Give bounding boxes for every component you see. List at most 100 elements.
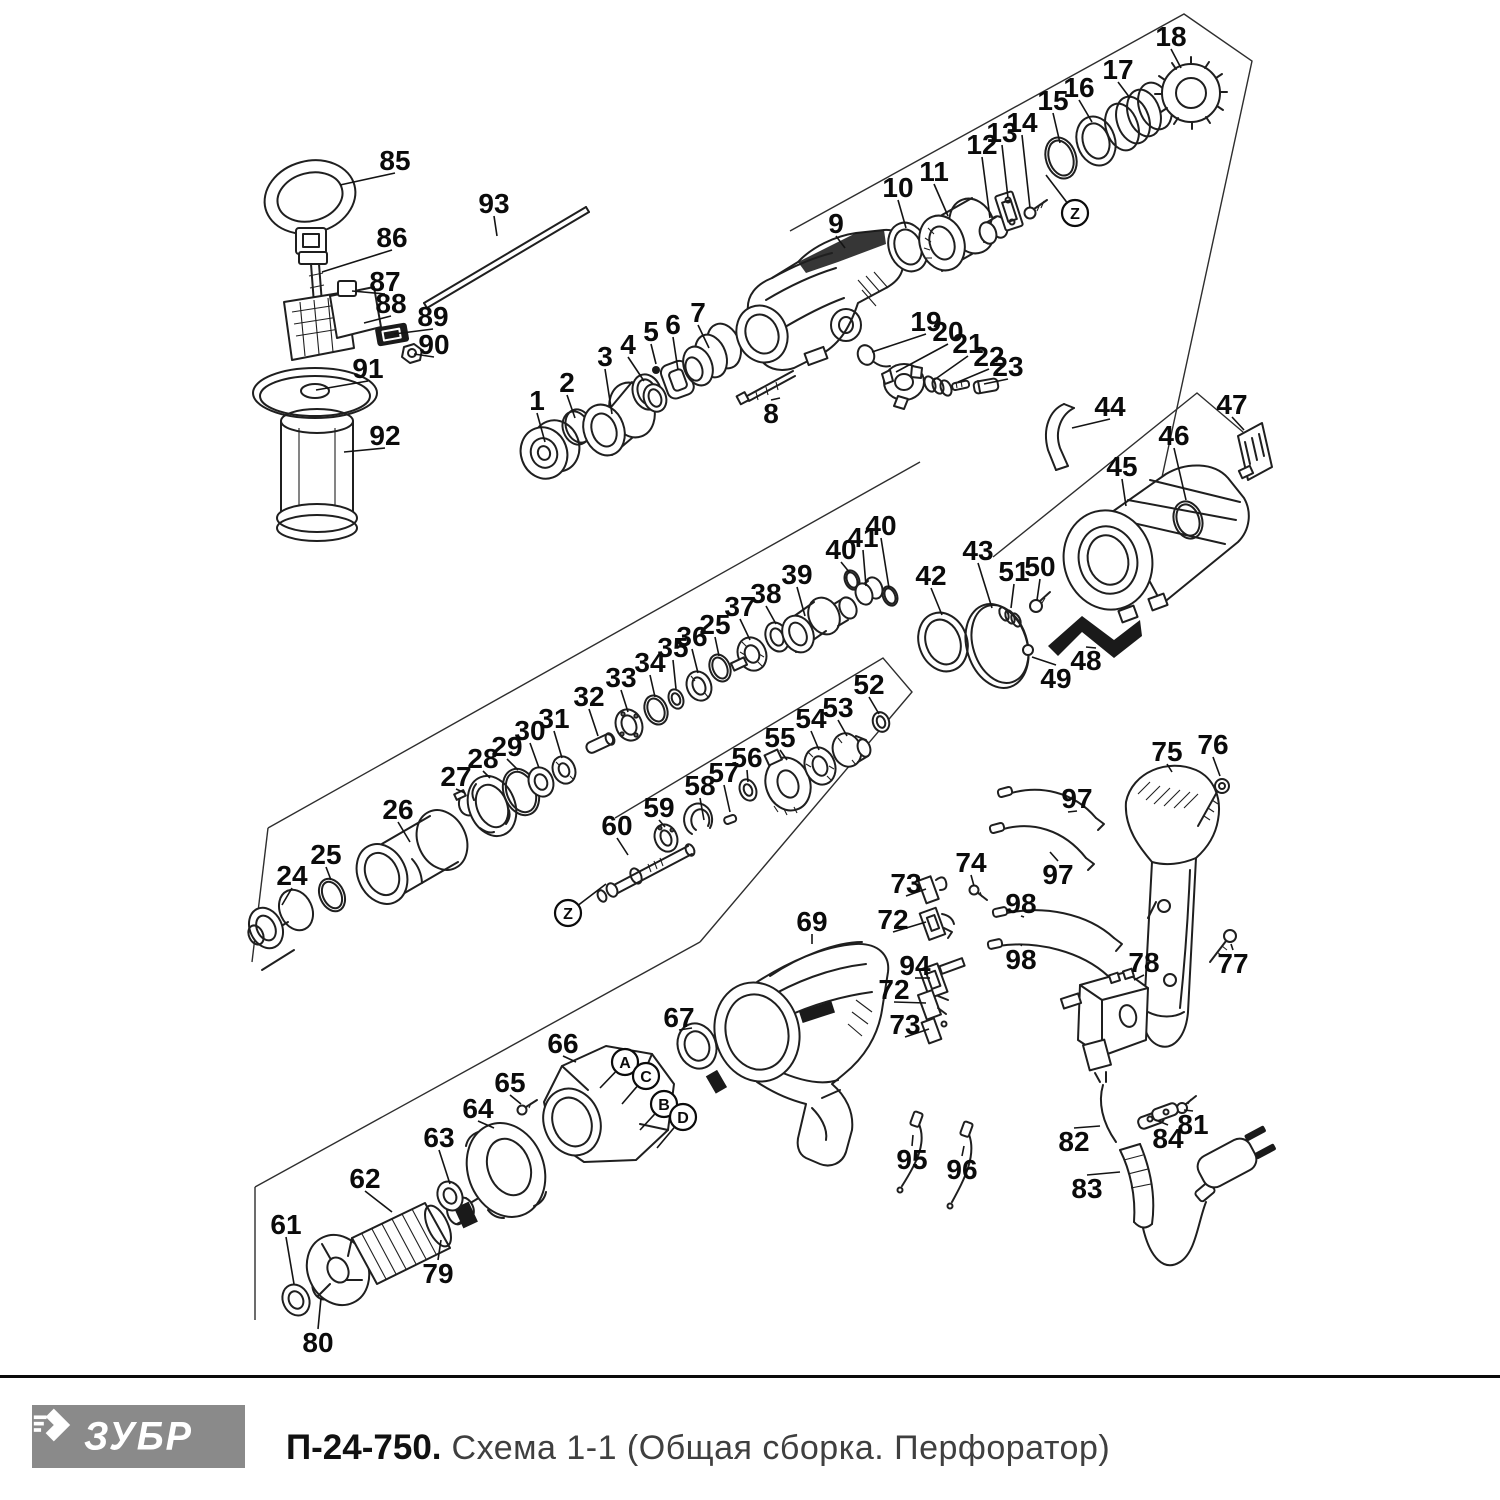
part-callout-92: 92 (369, 420, 400, 451)
part-callout-67: 67 (663, 1002, 694, 1033)
leader-line (566, 394, 576, 419)
part-78-switch (1059, 967, 1149, 1072)
leader-line (862, 549, 867, 587)
leader-line (1183, 1109, 1194, 1112)
leader-line (723, 784, 731, 813)
part-callout-22: 22 (973, 341, 1004, 372)
leader-line (343, 447, 386, 453)
part-97-wires (988, 785, 1105, 871)
leader-line (1049, 851, 1059, 862)
part-callout-5: 5 (643, 316, 659, 347)
part-30-bearing (527, 766, 555, 798)
leader-line (1010, 583, 1015, 609)
part-callout-43: 43 (962, 535, 993, 566)
leader-line (364, 1190, 393, 1213)
part-callout-86: 86 (376, 222, 407, 253)
leader-line (911, 1134, 914, 1147)
part-77-screw (1209, 929, 1237, 963)
part-1-cap-nut (519, 419, 581, 480)
part-54-gear (803, 746, 837, 786)
part-callout-79: 79 (422, 1258, 453, 1289)
part-callout-32: 32 (573, 681, 604, 712)
part-callout-97: 97 (1061, 783, 1092, 814)
part-73-brush-b (920, 1017, 948, 1045)
leader-line (477, 1120, 495, 1129)
part-callout-1: 1 (529, 385, 545, 416)
leader-line (672, 659, 677, 690)
part-callout-78: 78 (1128, 947, 1159, 978)
part-60-shaft (596, 843, 696, 903)
leader-line (746, 769, 749, 783)
leader-line (1166, 763, 1173, 773)
leader-line (904, 1028, 930, 1038)
part-callout-16: 16 (1063, 72, 1094, 103)
leader-line (455, 788, 466, 794)
leader-line (506, 758, 519, 771)
part-62-armature (305, 1195, 483, 1307)
part-49-ball (1022, 644, 1034, 656)
part-31-crown-washer (551, 755, 577, 785)
part-callout-64: 64 (462, 1093, 494, 1124)
leader-line (672, 336, 679, 371)
part-67-ring (676, 1022, 728, 1094)
part-callout-12: 12 (966, 129, 997, 160)
part-82-wire (1094, 1071, 1117, 1143)
leader-line (1052, 112, 1061, 144)
part-callout-27: 27 (440, 761, 471, 792)
leader-line (620, 689, 629, 713)
part-50-screw-post (1029, 591, 1051, 613)
model-number: П-24-750. (286, 1428, 442, 1467)
part-61-bearing (281, 1283, 311, 1317)
leader-line (604, 368, 613, 415)
leader-line (868, 696, 880, 715)
leader-line (1086, 1171, 1121, 1176)
part-callout-47: 47 (1216, 389, 1247, 420)
marker-leader-line (599, 1071, 616, 1089)
leader-line (1073, 1125, 1101, 1129)
leader-lines (281, 48, 1245, 1330)
leader-line (397, 821, 411, 843)
svg-text:D: D (677, 1110, 689, 1127)
part-46-o-ring (1172, 500, 1204, 540)
part-callout-37: 37 (724, 591, 755, 622)
part-69-motor-housing (713, 941, 890, 1167)
part-callout-38: 38 (750, 578, 781, 609)
leader-line (1021, 134, 1031, 209)
part-callout-6: 6 (665, 309, 681, 340)
leader-line (892, 921, 927, 933)
part-93-depth-rod (423, 206, 590, 309)
part-callout-76: 76 (1197, 729, 1228, 760)
part-callout-72: 72 (877, 904, 908, 935)
leader-line (796, 586, 806, 617)
part-36-bushing (685, 670, 713, 702)
part-callout-91: 91 (352, 353, 383, 384)
part-76-screw (1197, 778, 1230, 827)
part-callout-63: 63 (423, 1122, 454, 1153)
leader-line (1231, 416, 1245, 431)
part-callout-14: 14 (1006, 107, 1038, 138)
part-callout-9: 9 (828, 208, 844, 239)
leader-line (837, 719, 848, 737)
part-43-gasket (964, 603, 1030, 689)
marker-leader-line (578, 883, 607, 906)
part-callout-60: 60 (601, 810, 632, 841)
part-callout-73: 73 (890, 868, 921, 899)
part-callout-81: 81 (1177, 1109, 1208, 1140)
part-17-spring (1104, 81, 1173, 152)
marker-leader-line (621, 1086, 638, 1105)
part-14-screw (1023, 199, 1048, 220)
part-callout-83: 83 (1071, 1173, 1102, 1204)
leader-line (363, 315, 392, 324)
leader-line (779, 749, 788, 761)
footer-divider (0, 1375, 1500, 1378)
part-22-pin (951, 379, 971, 392)
part-85-strap (263, 159, 357, 255)
leader-line (529, 742, 540, 769)
part-callout-7: 7 (690, 297, 706, 328)
leader-line (413, 353, 435, 358)
marker-leader-line (656, 1127, 675, 1149)
part-callout-85: 85 (379, 145, 410, 176)
part-callout-26: 26 (382, 794, 413, 825)
part-callout-35: 35 (657, 632, 688, 663)
